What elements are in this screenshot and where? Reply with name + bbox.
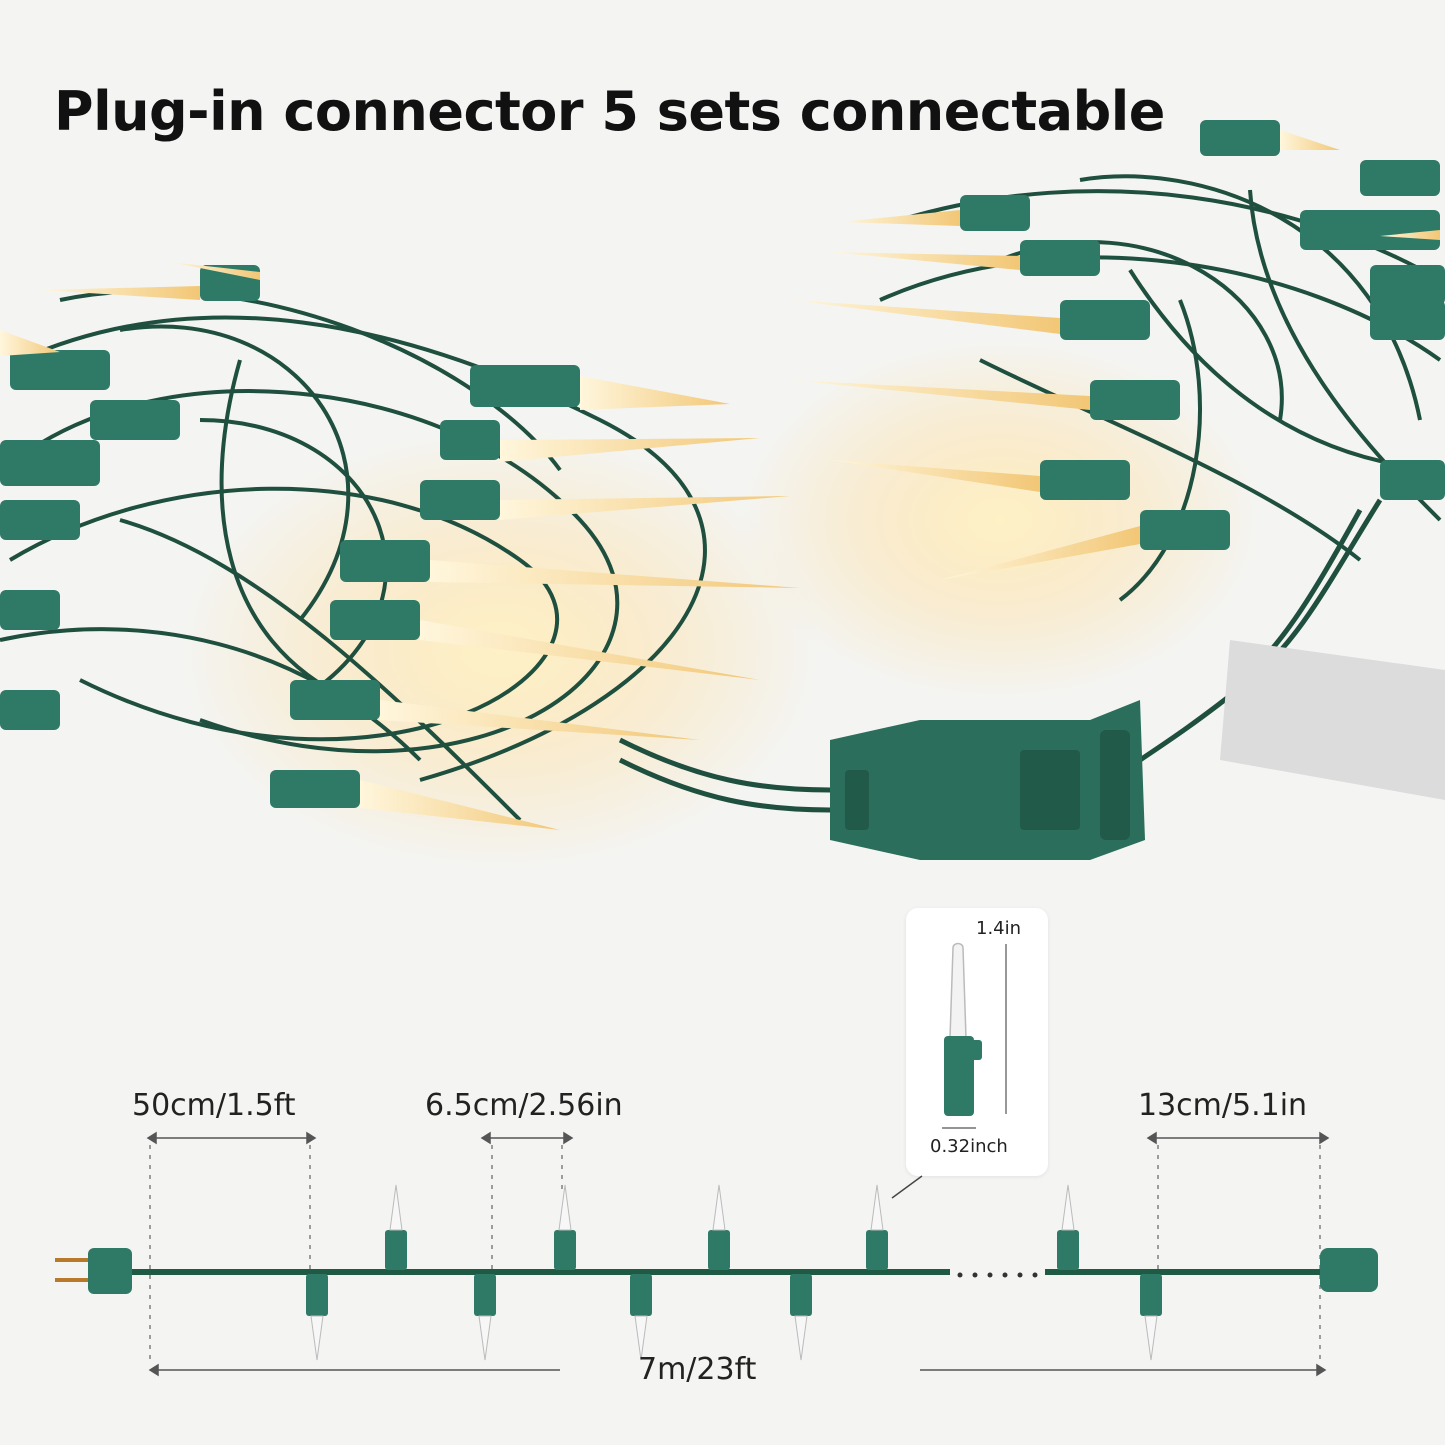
product-photo [0, 120, 1445, 870]
male-plug-icon [55, 1248, 132, 1294]
bulb-width-label: 0.32inch [930, 1136, 1008, 1157]
main-wire [130, 1269, 1320, 1278]
headline: Plug-in connector 5 sets connectable [54, 80, 1165, 143]
product-tag [1220, 640, 1445, 800]
right-bulbs [790, 120, 1445, 580]
bulb-dimension-inset [906, 908, 1048, 1176]
end-connector-icon [1320, 1248, 1378, 1292]
downward-bulbs [306, 1274, 1162, 1361]
string-light-diagram [55, 1131, 1378, 1377]
female-connector-plug [830, 700, 1145, 860]
upward-bulbs [385, 1184, 1079, 1270]
single-bulb-illustration [942, 942, 1007, 1129]
bulb-height-label: 1.4in [976, 918, 1022, 939]
total-length-label: 7m/23ft [638, 1352, 757, 1387]
bulb-spacing-label: 6.5cm/2.56in [425, 1088, 623, 1123]
left-bulbs [0, 262, 800, 830]
last-to-end-label: 13cm/5.1in [1138, 1088, 1308, 1123]
plug-to-first-label: 50cm/1.5ft [132, 1088, 296, 1123]
